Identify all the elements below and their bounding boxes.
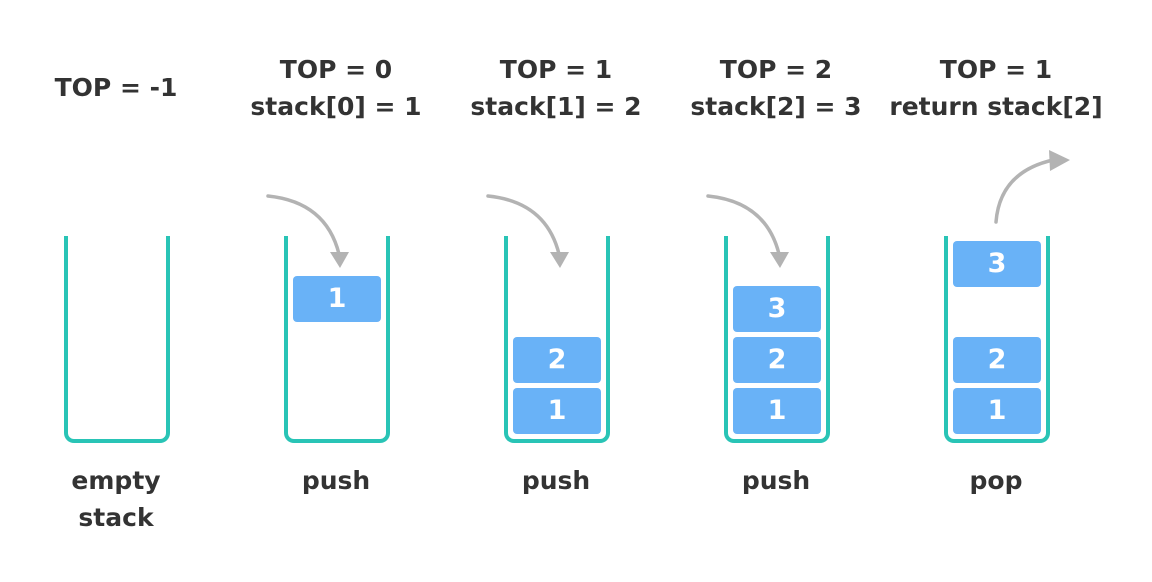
top-caption: TOP = 2 xyxy=(719,55,833,84)
stage-push-2: TOP = 1 stack[1] = 2 2 1 push xyxy=(446,0,666,582)
stack-container xyxy=(504,236,610,443)
stack-block: 1 xyxy=(733,388,821,434)
stack-block: 2 xyxy=(953,337,1041,383)
push-arrow-icon xyxy=(266,194,349,268)
stack-container xyxy=(284,236,390,443)
operation-label: empty xyxy=(71,466,161,495)
stack-block: 1 xyxy=(293,276,381,322)
popped-block: 3 xyxy=(953,241,1041,287)
operation-label: pop xyxy=(969,466,1023,495)
stage-push-3: TOP = 2 stack[2] = 3 3 2 1 push xyxy=(666,0,886,582)
stack-block: 1 xyxy=(953,388,1041,434)
push-arrow-icon xyxy=(486,194,569,268)
top-caption: TOP = -1 xyxy=(54,73,178,102)
top-caption: TOP = 0 xyxy=(279,55,393,84)
operation-label: push xyxy=(301,466,371,495)
stack-container xyxy=(64,236,170,443)
stack-container xyxy=(944,236,1050,443)
stack-block: 1 xyxy=(513,388,601,434)
return-caption: return stack[2] xyxy=(889,92,1103,121)
assignment-caption: stack[1] = 2 xyxy=(470,92,642,121)
stack-block: 2 xyxy=(513,337,601,383)
assignment-caption: stack[0] = 1 xyxy=(250,92,422,121)
stack-block: 3 xyxy=(733,286,821,332)
operation-label: push xyxy=(521,466,591,495)
stage-empty-stack: TOP = -1 empty stack xyxy=(6,0,226,582)
stage-push-1: TOP = 0 stack[0] = 1 1 push xyxy=(226,0,446,582)
pop-arrow-icon xyxy=(994,150,1070,224)
stack-block: 2 xyxy=(733,337,821,383)
push-arrow-icon xyxy=(706,194,789,268)
top-caption: TOP = 1 xyxy=(939,55,1053,84)
operation-label: push xyxy=(741,466,811,495)
assignment-caption: stack[2] = 3 xyxy=(690,92,862,121)
operation-label-line2: stack xyxy=(78,503,154,532)
stage-pop: TOP = 1 return stack[2] 3 2 1 pop xyxy=(886,0,1106,582)
stack-container xyxy=(724,236,830,443)
top-caption: TOP = 1 xyxy=(499,55,613,84)
